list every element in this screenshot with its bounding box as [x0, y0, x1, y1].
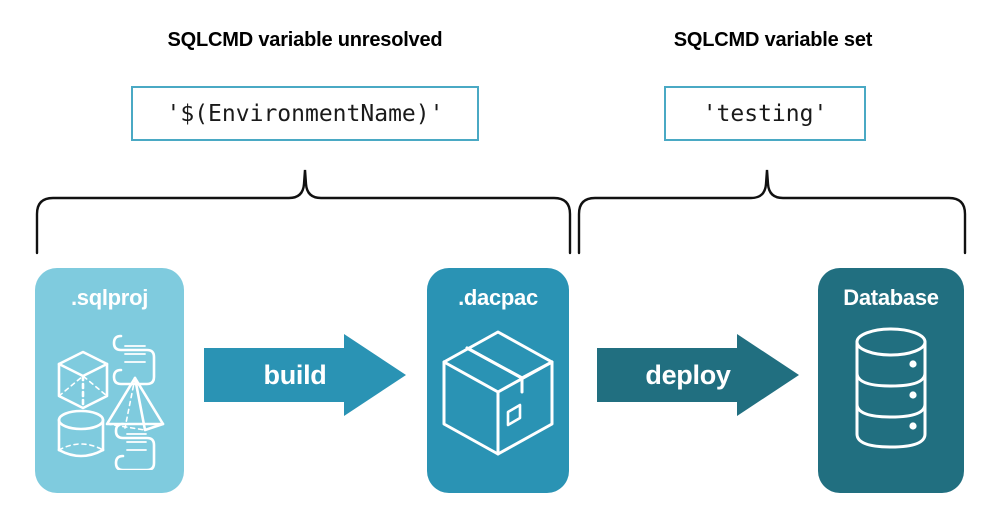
arrow-deploy: deploy: [597, 334, 799, 416]
cube-icon: [57, 350, 108, 410]
stage-box-sqlproj: .sqlproj: [35, 268, 184, 493]
braces-layer: [35, 169, 967, 255]
right-curly-brace: [577, 169, 967, 255]
dacpac-artwork: [427, 320, 569, 466]
package-box-icon: [442, 330, 554, 456]
cylinder-icon: [57, 409, 104, 458]
scroll-icon: [112, 334, 155, 386]
code-box-testing: 'testing': [664, 86, 866, 141]
deploy-arrow-shape: [597, 334, 799, 416]
pyramid-icon: [105, 376, 164, 432]
left-curly-brace: [35, 169, 572, 255]
database-cylinder-icon: [855, 327, 927, 449]
stage-box-dacpac: .dacpac: [427, 268, 569, 493]
stage-label-database: Database: [843, 285, 939, 310]
sqlproj-artwork: [35, 320, 184, 470]
heading-sqlcmd-variable-set: SQLCMD variable set: [673, 29, 873, 51]
heading-sqlcmd-variable-unresolved: SQLCMD variable unresolved: [167, 29, 443, 51]
stage-box-database: Database: [818, 268, 964, 493]
stage-label-dacpac: .dacpac: [458, 285, 538, 310]
code-box-environment-name: '$(EnvironmentName)': [131, 86, 479, 141]
scroll-icon: [114, 422, 155, 470]
stage-label-sqlproj: .sqlproj: [70, 285, 149, 310]
build-arrow-shape: [204, 334, 406, 416]
arrow-build: build: [204, 334, 406, 416]
database-artwork: [818, 320, 964, 460]
